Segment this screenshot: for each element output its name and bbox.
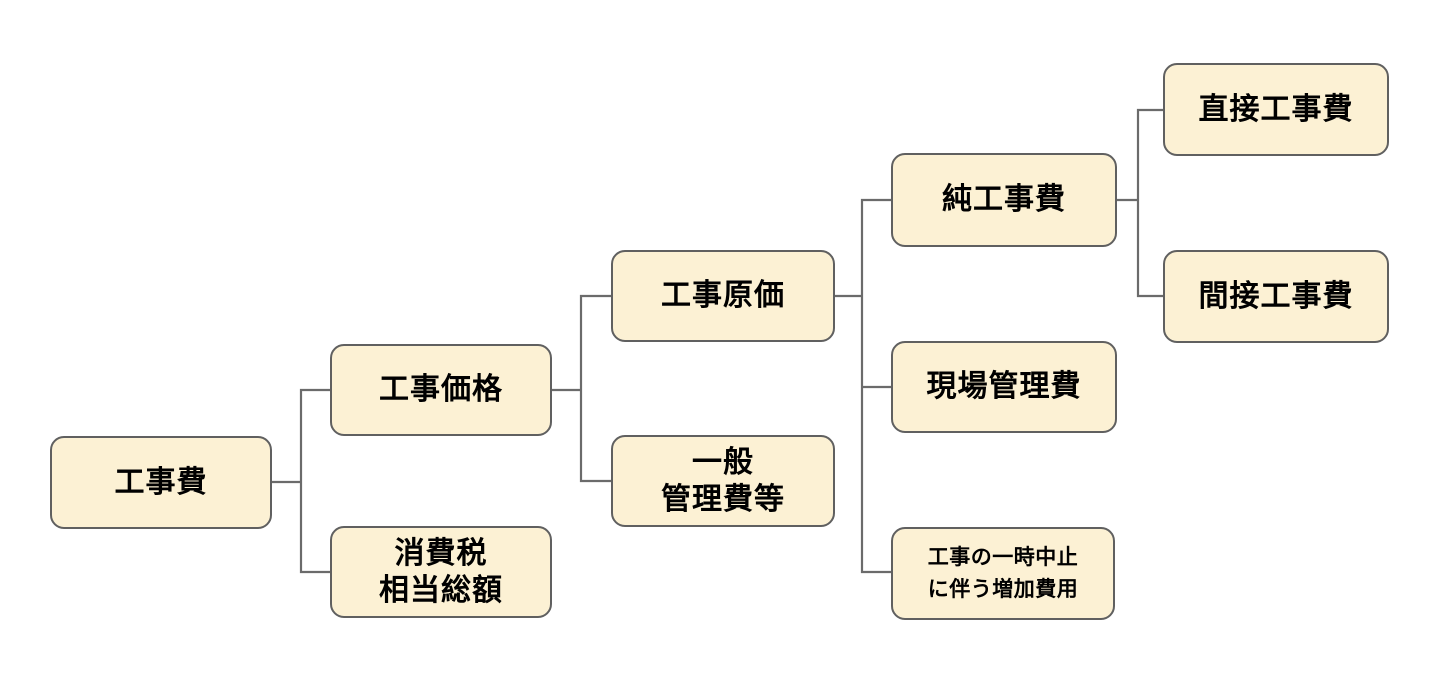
- node-suspension-increase-cost-label: 工事の一時中止 に伴う増加費用: [927, 546, 1079, 601]
- connector-net-construction-cost-children: [1117, 108, 1163, 298]
- node-construction-prime-cost: 工事原価: [611, 250, 835, 342]
- node-suspension-increase-cost: 工事の一時中止 に伴う増加費用: [891, 527, 1115, 620]
- node-net-construction-cost: 純工事費: [891, 153, 1117, 247]
- node-construction-price: 工事価格: [330, 344, 552, 436]
- node-construction-cost: 工事費: [50, 436, 272, 529]
- node-direct-construction-cost-label: 直接工事費: [1198, 92, 1354, 126]
- node-consumption-tax-equivalent-total: 消費税 相当総額: [330, 526, 552, 618]
- node-site-management-cost-label: 現場管理費: [926, 370, 1082, 404]
- node-direct-construction-cost: 直接工事費: [1163, 63, 1389, 156]
- node-indirect-construction-cost: 間接工事費: [1163, 250, 1389, 343]
- node-net-construction-cost-label: 純工事費: [942, 183, 1066, 217]
- node-construction-prime-cost-label: 工事原価: [661, 279, 785, 313]
- node-indirect-construction-cost-label: 間接工事費: [1198, 279, 1354, 313]
- node-site-management-cost: 現場管理費: [891, 341, 1117, 433]
- connector-construction-cost-children: [272, 388, 330, 574]
- connector-construction-prime-cost-children: [835, 198, 891, 574]
- node-construction-cost-label: 工事費: [114, 465, 208, 499]
- node-general-admin-costs: 一般 管理費等: [611, 435, 835, 527]
- node-construction-price-label: 工事価格: [379, 373, 503, 407]
- node-general-admin-costs-label: 一般 管理費等: [661, 445, 785, 517]
- node-consumption-tax-equivalent-total-label: 消費税 相当総額: [379, 536, 503, 608]
- connector-construction-price-children: [552, 294, 611, 483]
